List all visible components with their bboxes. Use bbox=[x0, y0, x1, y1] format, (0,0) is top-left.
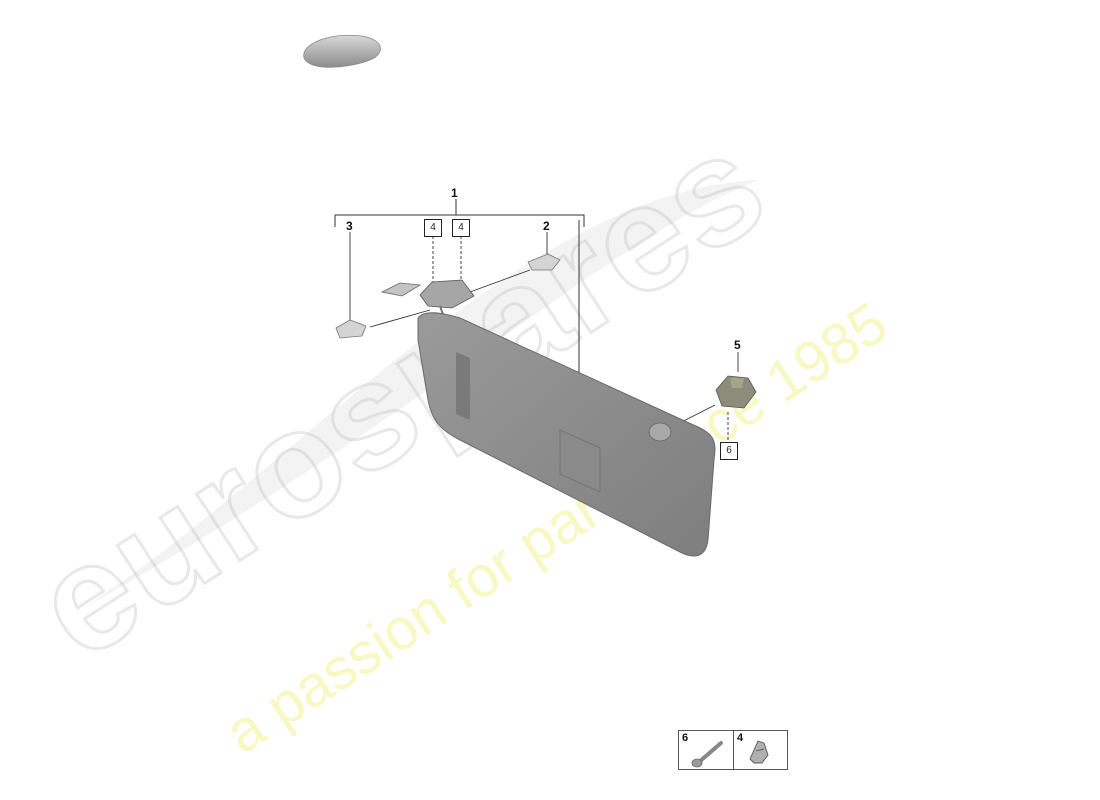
clip-icon bbox=[749, 740, 769, 764]
visor-hinge-part[interactable] bbox=[380, 279, 475, 322]
boxed-ref-4-right[interactable]: 4 bbox=[452, 219, 470, 237]
cover-left-part[interactable] bbox=[335, 319, 367, 339]
callout-5[interactable]: 5 bbox=[734, 338, 741, 352]
retainer-part[interactable] bbox=[715, 375, 757, 409]
cover-right-part[interactable] bbox=[527, 253, 561, 271]
callout-2[interactable]: 2 bbox=[543, 219, 550, 233]
boxed-ref-4-left[interactable]: 4 bbox=[424, 219, 442, 237]
legend-number: 4 bbox=[737, 732, 744, 744]
fastener-legend: 6 4 bbox=[678, 730, 788, 770]
callout-3[interactable]: 3 bbox=[346, 219, 353, 233]
legend-item-screw[interactable]: 6 bbox=[679, 731, 733, 769]
sun-visor-part[interactable] bbox=[417, 312, 716, 557]
legend-item-clip[interactable]: 4 bbox=[733, 731, 788, 769]
legend-number: 6 bbox=[682, 732, 689, 744]
callout-1-bracket bbox=[334, 199, 585, 385]
screw-icon bbox=[691, 741, 723, 768]
boxed-ref-6[interactable]: 6 bbox=[720, 442, 738, 460]
dashed-leaders bbox=[432, 236, 729, 440]
callout-1[interactable]: 1 bbox=[451, 186, 458, 200]
cover-cap-part[interactable] bbox=[303, 34, 381, 68]
